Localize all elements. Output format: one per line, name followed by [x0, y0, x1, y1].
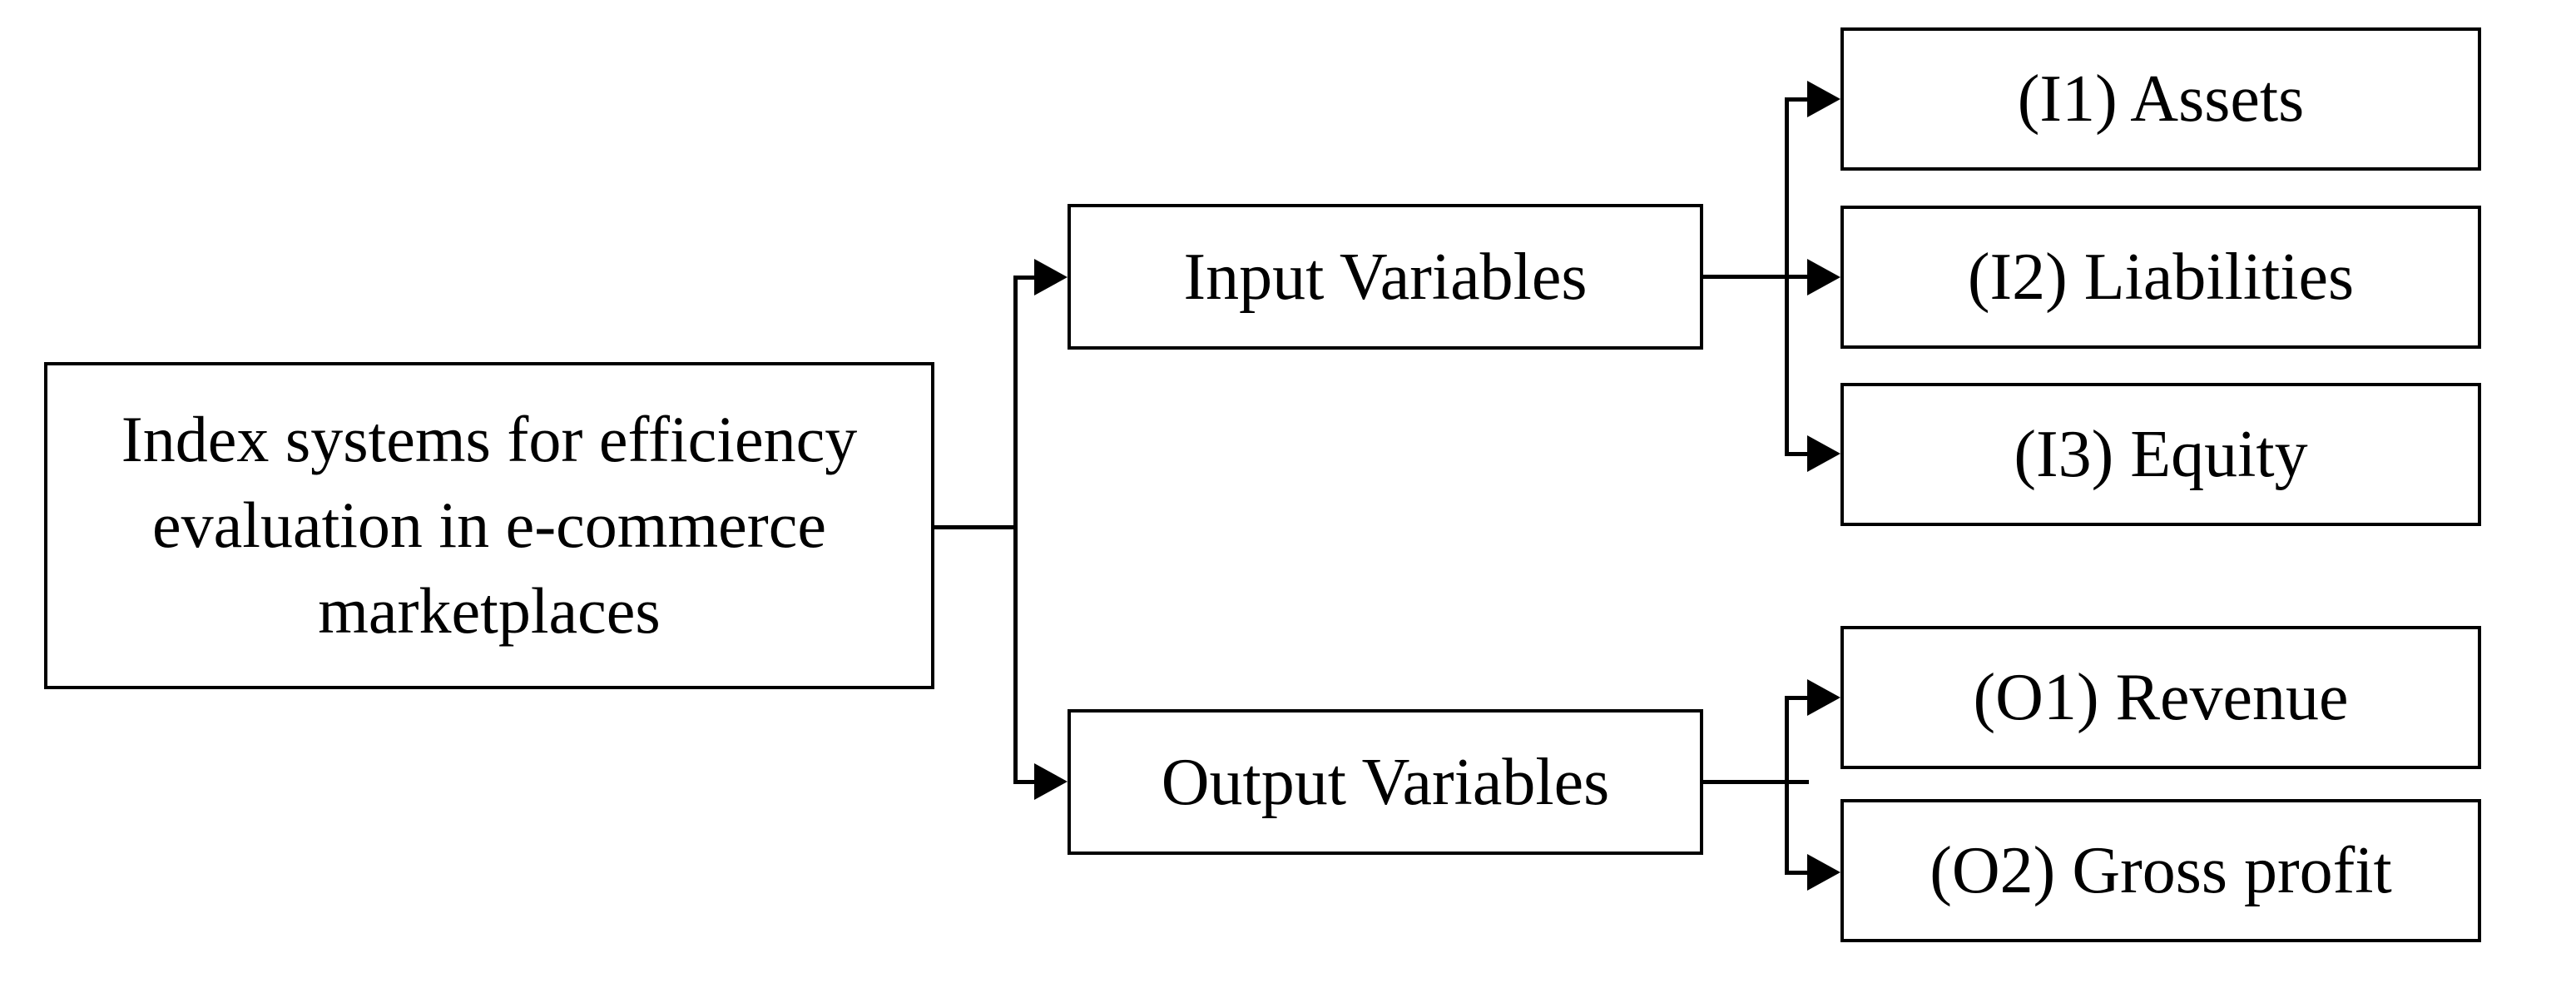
connector-line [1785, 696, 1789, 874]
connector-line [1700, 780, 1809, 784]
arrow-right-icon [1807, 854, 1840, 891]
connector-line [1785, 452, 1811, 456]
arrow-right-icon [1034, 259, 1068, 295]
connector-line [1785, 97, 1811, 102]
leaf-node-i3-equity: (I3) Equity [1840, 383, 2481, 526]
leaf-node-i1-assets: (I1) Assets [1840, 27, 2481, 171]
connector-line [1013, 276, 1038, 280]
connector-line [934, 525, 1017, 529]
output-variables-label: Output Variables [1161, 745, 1610, 819]
output-variables-node: Output Variables [1068, 709, 1703, 855]
arrow-right-icon [1807, 81, 1840, 117]
connector-line [1013, 276, 1018, 783]
arrow-right-icon [1807, 679, 1840, 716]
root-node-label: Index systems for efficiency evaluation … [121, 403, 858, 647]
root-node: Index systems for efficiency evaluation … [44, 362, 934, 689]
leaf-node-i2-liabilities: (I2) Liabilities [1840, 206, 2481, 349]
leaf-node-o1-revenue: (O1) Revenue [1840, 626, 2481, 769]
arrow-right-icon [1807, 259, 1840, 295]
leaf-i3-label: (I3) Equity [2014, 418, 2308, 491]
connector-line [1785, 97, 1789, 455]
connector-line [1700, 275, 1809, 279]
leaf-o2-label: (O2) Gross profit [1930, 834, 2392, 907]
leaf-node-o2-gross-profit: (O2) Gross profit [1840, 799, 2481, 942]
connector-line [1013, 780, 1038, 784]
leaf-i1-label: (I1) Assets [2017, 62, 2305, 136]
arrow-right-icon [1034, 763, 1068, 800]
arrow-right-icon [1807, 435, 1840, 472]
leaf-i2-label: (I2) Liabilities [1967, 241, 2355, 314]
leaf-o1-label: (O1) Revenue [1973, 661, 2349, 734]
connector-line [1785, 871, 1811, 875]
input-variables-label: Input Variables [1183, 240, 1588, 314]
connector-line [1785, 696, 1811, 700]
input-variables-node: Input Variables [1068, 204, 1703, 350]
